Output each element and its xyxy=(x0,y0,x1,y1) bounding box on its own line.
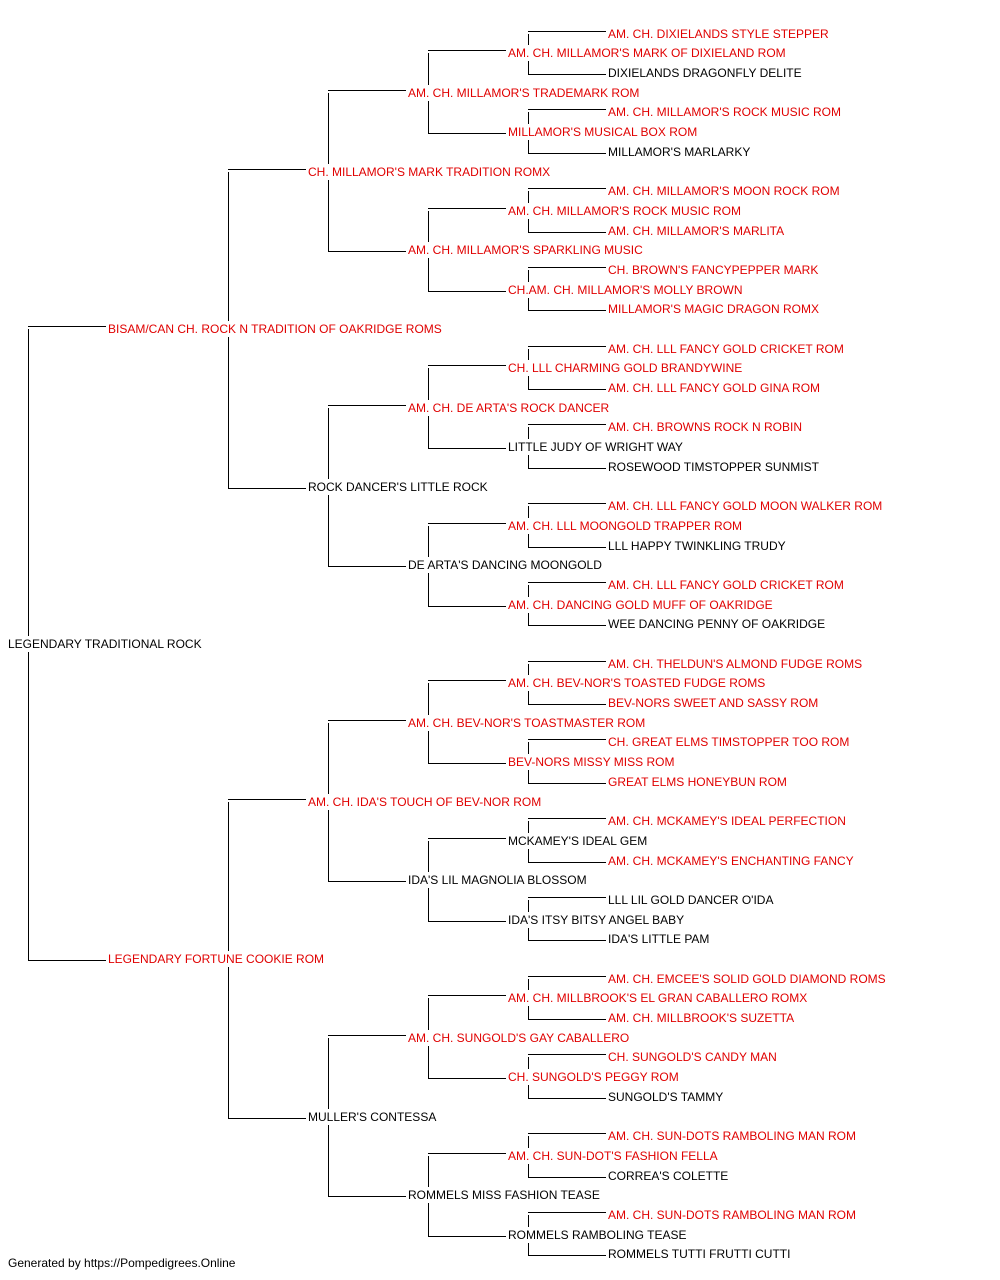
undefined-name: IDA'S LITTLE PAM xyxy=(608,932,712,946)
undefined-name: AM. CH. MILLBROOK'S SUZETTA xyxy=(608,1011,797,1025)
undefined-name: AM. CH. DIXIELANDS STYLE STEPPER xyxy=(608,27,831,41)
gg-grandparent-name: AM. CH. LLL MOONGOLD TRAPPER ROM xyxy=(508,519,745,533)
gg-grandparent-name: MILLAMOR'S MUSICAL BOX ROM xyxy=(508,125,700,139)
undefined-name: CH. SUNGOLD'S CANDY MAN xyxy=(608,1050,779,1064)
undefined-name: AM. CH. MCKAMEY'S IDEAL PERFECTION xyxy=(608,814,848,828)
undefined-name: AM. CH. MILLAMOR'S MOON ROCK ROM xyxy=(608,184,842,198)
gg-grandparent-name: BEV-NORS MISSY MISS ROM xyxy=(508,755,677,769)
gg-grandparent-name: LITTLE JUDY OF WRIGHT WAY xyxy=(508,440,685,454)
gg-grandparent-name: AM. CH. SUN-DOT'S FASHION FELLA xyxy=(508,1149,720,1163)
gg-grandparent-name: AM. CH. BEV-NOR'S TOASTED FUDGE ROMS xyxy=(508,676,768,690)
grandparent-name: MULLER'S CONTESSA xyxy=(308,1110,439,1124)
great-grandparent-name: AM. CH. MILLAMOR'S TRADEMARK ROM xyxy=(408,86,642,100)
great-grandparent-name: ROMMELS MISS FASHION TEASE xyxy=(408,1188,602,1202)
parent-name: BISAM/CAN CH. ROCK N TRADITION OF OAKRID… xyxy=(108,322,444,336)
great-grandparent-name: AM. CH. DE ARTA'S ROCK DANCER xyxy=(408,401,612,415)
undefined-name: AM. CH. SUN-DOTS RAMBOLING MAN ROM xyxy=(608,1129,859,1143)
parent-name: LEGENDARY FORTUNE COOKIE ROM xyxy=(108,952,327,966)
undefined-name: AM. CH. BROWNS ROCK N ROBIN xyxy=(608,420,805,434)
grandparent-name: ROCK DANCER'S LITTLE ROCK xyxy=(308,480,490,494)
generated-by-footer: Generated by https://Pompedigrees.Online xyxy=(8,1256,236,1270)
undefined-name: MILLAMOR'S MARLARKY xyxy=(608,145,753,159)
gg-grandparent-name: AM. CH. MILLBROOK'S EL GRAN CABALLERO RO… xyxy=(508,991,810,1005)
great-grandparent-name: AM. CH. SUNGOLD'S GAY CABALLERO xyxy=(408,1031,632,1045)
undefined-name: AM. CH. LLL FANCY GOLD GINA ROM xyxy=(608,381,823,395)
gg-grandparent-name: AM. CH. MILLAMOR'S MARK OF DIXIELAND ROM xyxy=(508,46,788,60)
undefined-name: LLL HAPPY TWINKLING TRUDY xyxy=(608,539,788,553)
undefined-name: WEE DANCING PENNY OF OAKRIDGE xyxy=(608,617,828,631)
gg-grandparent-name: AM. CH. DANCING GOLD MUFF OF OAKRIDGE xyxy=(508,598,775,612)
great-grandparent-name: IDA'S LIL MAGNOLIA BLOSSOM xyxy=(408,873,589,887)
undefined-name: CH. GREAT ELMS TIMSTOPPER TOO ROM xyxy=(608,735,852,749)
gg-grandparent-name: AM. CH. MILLAMOR'S ROCK MUSIC ROM xyxy=(508,204,743,218)
undefined-name: CORREA'S COLETTE xyxy=(608,1169,731,1183)
great-grandparent-name: AM. CH. MILLAMOR'S SPARKLING MUSIC xyxy=(408,243,645,257)
undefined-name: GREAT ELMS HONEYBUN ROM xyxy=(608,775,789,789)
undefined-name: AM. CH. MILLAMOR'S ROCK MUSIC ROM xyxy=(608,105,843,119)
undefined-name: AM. CH. THELDUN'S ALMOND FUDGE ROMS xyxy=(608,657,865,671)
undefined-name: AM. CH. SUN-DOTS RAMBOLING MAN ROM xyxy=(608,1208,859,1222)
undefined-name: AM. CH. LLL FANCY GOLD CRICKET ROM xyxy=(608,342,846,356)
great-grandparent-name: DE ARTA'S DANCING MOONGOLD xyxy=(408,558,604,572)
undefined-name: AM. CH. EMCEE'S SOLID GOLD DIAMOND ROMS xyxy=(608,972,888,986)
gg-grandparent-name: CH. LLL CHARMING GOLD BRANDYWINE xyxy=(508,361,745,375)
grandparent-name: AM. CH. IDA'S TOUCH OF BEV-NOR ROM xyxy=(308,795,544,809)
undefined-name: ROMMELS TUTTI FRUTTI CUTTI xyxy=(608,1247,793,1261)
undefined-name: LLL LIL GOLD DANCER O'IDA xyxy=(608,893,776,907)
grandparent-name: CH. MILLAMOR'S MARK TRADITION ROMX xyxy=(308,165,553,179)
undefined-name: MILLAMOR'S MAGIC DRAGON ROMX xyxy=(608,302,821,316)
dog-name: LEGENDARY TRADITIONAL ROCK xyxy=(8,637,204,651)
undefined-name: AM. CH. LLL FANCY GOLD MOON WALKER ROM xyxy=(608,499,885,513)
gg-grandparent-name: IDA'S ITSY BITSY ANGEL BABY xyxy=(508,913,687,927)
undefined-name: SUNGOLD'S TAMMY xyxy=(608,1090,726,1104)
gg-grandparent-name: MCKAMEY'S IDEAL GEM xyxy=(508,834,650,848)
undefined-name: ROSEWOOD TIMSTOPPER SUNMIST xyxy=(608,460,821,474)
gg-grandparent-name: CH. SUNGOLD'S PEGGY ROM xyxy=(508,1070,681,1084)
undefined-name: AM. CH. LLL FANCY GOLD CRICKET ROM xyxy=(608,578,846,592)
undefined-name: AM. CH. MCKAMEY'S ENCHANTING FANCY xyxy=(608,854,856,868)
gg-grandparent-name: CH.AM. CH. MILLAMOR'S MOLLY BROWN xyxy=(508,283,745,297)
undefined-name: AM. CH. MILLAMOR'S MARLITA xyxy=(608,224,787,238)
undefined-name: CH. BROWN'S FANCYPEPPER MARK xyxy=(608,263,821,277)
gg-grandparent-name: ROMMELS RAMBOLING TEASE xyxy=(508,1228,689,1242)
undefined-name: DIXIELANDS DRAGONFLY DELITE xyxy=(608,66,804,80)
undefined-name: BEV-NORS SWEET AND SASSY ROM xyxy=(608,696,821,710)
great-grandparent-name: AM. CH. BEV-NOR'S TOASTMASTER ROM xyxy=(408,716,648,730)
